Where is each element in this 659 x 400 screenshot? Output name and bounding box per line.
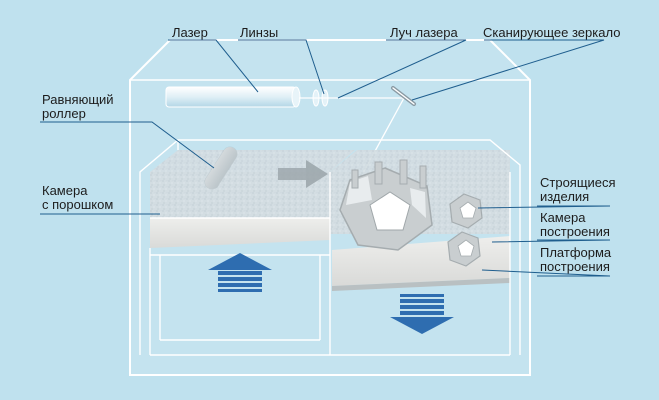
label-parts-line2: изделия xyxy=(540,189,590,204)
down-arrow xyxy=(390,294,454,334)
label-powder-line1: Камера xyxy=(42,183,88,198)
small-printed-part-2 xyxy=(447,231,481,267)
label-parts-line1: Строящиеся xyxy=(540,175,616,190)
leader-lines xyxy=(40,39,611,277)
scanning-mirror xyxy=(391,86,416,106)
label-roller-line1: Равняющий xyxy=(42,92,114,107)
label-lenses: Линзы xyxy=(240,25,279,40)
label-platform-line1: Платформа xyxy=(540,245,612,260)
label-scanning-mirror: Сканирующее зеркало xyxy=(483,25,621,40)
label-build-chamber-line1: Камера xyxy=(540,210,586,225)
label-platform-line2: построения xyxy=(540,259,610,274)
label-laser: Лазер xyxy=(172,25,208,40)
leveling-roller xyxy=(204,146,238,190)
powder-chamber xyxy=(150,150,355,248)
powder-transfer-arrow xyxy=(278,160,328,188)
up-arrow xyxy=(208,253,272,292)
label-laser-beam: Луч лазера xyxy=(390,25,458,40)
label-build-chamber-line2: построения xyxy=(540,224,610,239)
small-printed-part-1 xyxy=(449,193,483,229)
laser-tube xyxy=(165,86,301,108)
label-powder-line2: с порошком xyxy=(42,197,114,212)
chamber-frame xyxy=(139,139,521,356)
label-roller-line2: роллер xyxy=(42,106,86,121)
large-printed-part xyxy=(339,159,433,251)
